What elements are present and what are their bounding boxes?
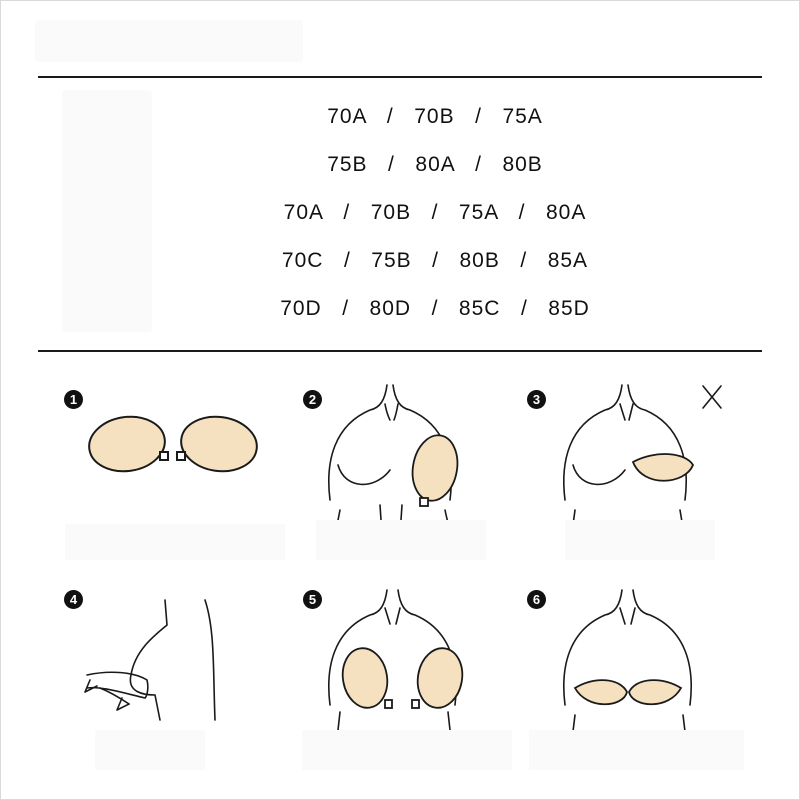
step-4-caption-placeholder — [95, 730, 205, 770]
step-5-number: 5 — [303, 590, 322, 609]
both-cups-applied-icon — [328, 589, 464, 749]
step-6: 6 — [515, 580, 755, 780]
nipple-cover-pair-icon — [88, 415, 258, 473]
step-6-caption-placeholder — [529, 730, 744, 770]
step-1-number: 1 — [64, 390, 83, 409]
size-row-4: 70C / 75B / 80B / 85A — [281, 249, 589, 272]
side-press-icon — [84, 599, 216, 721]
step-5-caption-placeholder — [302, 730, 512, 770]
step-3: 3 — [515, 380, 755, 580]
top-divider — [38, 76, 762, 78]
middle-divider — [38, 350, 762, 352]
step-1: 1 — [55, 380, 295, 580]
step-4: 4 — [55, 580, 295, 780]
step-2-number: 2 — [303, 390, 322, 409]
step-2: 2 — [290, 380, 530, 580]
size-label-placeholder — [62, 90, 152, 332]
step-3-caption-placeholder — [565, 520, 715, 560]
wrong-placement-icon — [563, 384, 722, 541]
size-row-2: 75B / 80A / 80B — [327, 153, 543, 176]
header-placeholder — [35, 20, 303, 62]
step-6-number: 6 — [527, 590, 546, 609]
size-row-1: 70A / 70B / 75A — [327, 105, 543, 128]
step-3-number: 3 — [527, 390, 546, 409]
apply-one-cup-icon — [328, 384, 459, 541]
step-5: 5 — [290, 580, 530, 780]
step-1-caption-placeholder — [65, 524, 285, 560]
step-2-caption-placeholder — [316, 520, 486, 560]
step-4-number: 4 — [64, 590, 83, 609]
size-row-3: 70A / 70B / 75A / 80A — [283, 201, 587, 224]
size-row-5: 70D / 80D / 85C / 85D — [280, 297, 590, 320]
